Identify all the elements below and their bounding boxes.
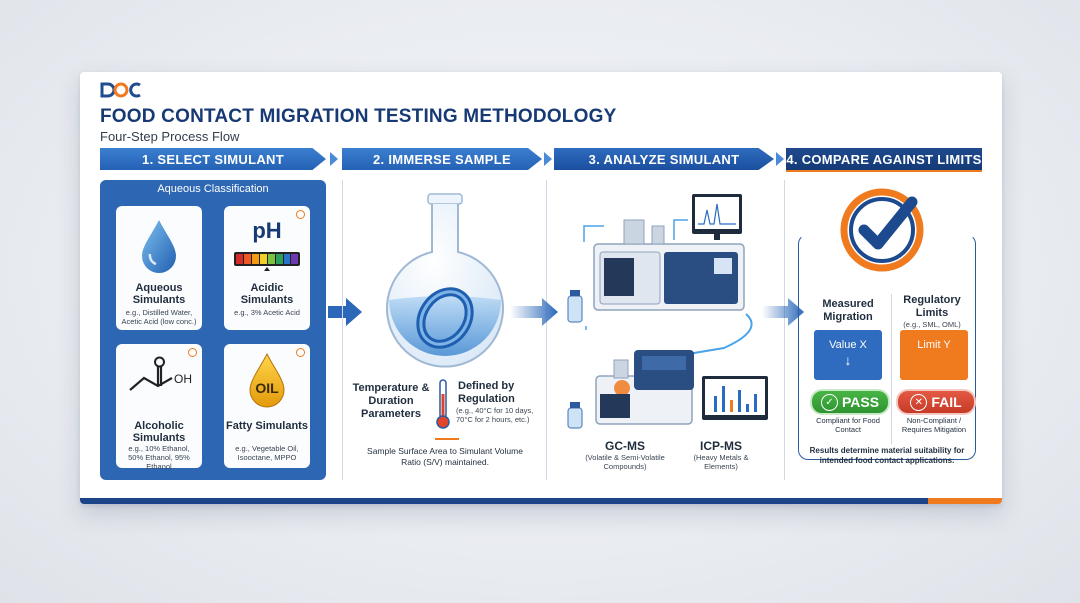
measured-migration-label: Measured Migration	[822, 298, 874, 323]
thermometer-icon	[436, 379, 450, 429]
simulant-example: e.g., Distilled Water, Acetic Acid (low …	[121, 308, 197, 326]
simulant-name: Alcoholic Simulants	[132, 420, 186, 444]
fail-desc: Non-Compliant / Requires Mitigation	[901, 416, 967, 434]
page-subtitle: Four-Step Process Flow	[100, 129, 240, 144]
flow-arrow-icon	[762, 298, 804, 326]
oil-label: OIL	[255, 380, 279, 396]
simulant-tile-acidic: pH Acidic Simulants e.g., 3% Acetic Acid	[224, 206, 310, 330]
column-divider	[342, 180, 343, 480]
ph-scale-icon	[234, 252, 300, 271]
chevron-right-icon	[544, 152, 552, 166]
flow-arrow-icon	[510, 298, 558, 326]
arrow-down-icon: ↓	[844, 352, 852, 368]
check-circle-icon: ✓	[820, 393, 838, 411]
logo-mark-icon	[100, 82, 141, 98]
temp-duration-label: Temperature & Duration Parameters	[352, 382, 430, 420]
simulant-example: e.g., 3% Acetic Acid	[234, 308, 300, 317]
infographic-card: FOOD CONTACT MIGRATION TESTING METHODOLO…	[80, 72, 1002, 504]
chevron-right-icon	[776, 152, 784, 166]
fail-label: FAIL	[931, 394, 962, 410]
icpms-label: ICP-MS	[700, 439, 742, 453]
result-note: Results determine material suitability f…	[809, 446, 965, 465]
pass-label: PASS	[841, 394, 880, 410]
regulation-label: Defined by Regulation	[458, 380, 515, 405]
column-divider	[546, 180, 547, 480]
step-1-header: 1. SELECT SIMULANT	[100, 148, 326, 170]
company-logo	[100, 81, 142, 99]
simulant-name: Fatty Simulants	[226, 420, 308, 432]
water-drop-icon	[142, 220, 176, 273]
regulation-example: (e.g., 40°C for 10 days, 70°C for 2 hour…	[456, 406, 534, 424]
pass-desc: Compliant for Food Contact	[816, 416, 880, 434]
column-divider	[784, 180, 785, 480]
simulant-tile-fatty: OIL Fatty Simulants e.g., Vegetable Oil,…	[224, 344, 310, 468]
gcms-label: GC-MS	[605, 439, 645, 453]
compare-divider	[891, 294, 892, 444]
checkmark-badge-icon	[840, 188, 924, 272]
icpms-desc: (Heavy Metals & Elements)	[693, 453, 749, 471]
simulant-name: Acidic Simulants	[240, 282, 294, 306]
step-2-header: 2. IMMERSE SAMPLE	[342, 148, 542, 170]
pass-badge: ✓ PASS	[810, 389, 890, 415]
step-4-header: 4. COMPARE AGAINST LIMITS	[786, 148, 982, 172]
hydroxyl-label: OH	[174, 372, 192, 386]
limit-value-label: Limit Y	[917, 339, 951, 351]
simulant-panel: Aqueous Classification Aqueous Simulants…	[100, 180, 326, 480]
gcms-desc: (Volatile & Semi-Volatile Compounds)	[585, 453, 665, 471]
simulant-tile-alcoholic: OH Alcoholic Simulants e.g., 10% Ethanol…	[116, 344, 202, 471]
chevron-right-icon	[330, 152, 338, 166]
x-circle-icon: ✕	[910, 393, 928, 411]
step-3-header: 3. ANALYZE SIMULANT	[554, 148, 774, 170]
regulatory-limits-label: Regulatory Limits	[903, 294, 961, 319]
simulant-example: e.g., Vegetable Oil, Isooctane, MPPO	[235, 444, 299, 462]
footer-bar	[80, 498, 1002, 504]
accent-rule	[435, 438, 459, 440]
limit-value-box: Limit Y	[900, 330, 968, 380]
sv-ratio-note: Sample Surface Area to Simulant Volume R…	[367, 446, 523, 467]
indicator-dot	[296, 348, 305, 357]
fail-badge: ✕ FAIL	[896, 389, 976, 415]
regulatory-example: (e.g., SML, OML)	[903, 320, 961, 329]
ph-label: pH	[252, 218, 282, 243]
flow-arrow-icon	[328, 298, 362, 326]
indicator-dot	[296, 210, 305, 219]
page-title: FOOD CONTACT MIGRATION TESTING METHODOLO…	[100, 106, 617, 127]
lab-instruments-icon	[567, 194, 768, 429]
simulant-name: Aqueous Simulants	[132, 282, 186, 306]
measured-value-label: Value X	[829, 339, 867, 351]
oil-drop-icon	[249, 352, 285, 408]
simulant-panel-title: Aqueous Classification	[157, 183, 269, 195]
measured-value-box: Value X ↓	[814, 330, 882, 380]
simulant-tile-aqueous: Aqueous Simulants e.g., Distilled Water,…	[116, 206, 202, 330]
simulant-example: e.g., 10% Ethanol, 50% Ethanol, 95% Etha…	[128, 444, 190, 471]
indicator-dot	[188, 348, 197, 357]
flask-icon	[386, 193, 504, 368]
ethanol-molecule-icon	[129, 356, 173, 391]
comparison-frame	[798, 234, 976, 460]
